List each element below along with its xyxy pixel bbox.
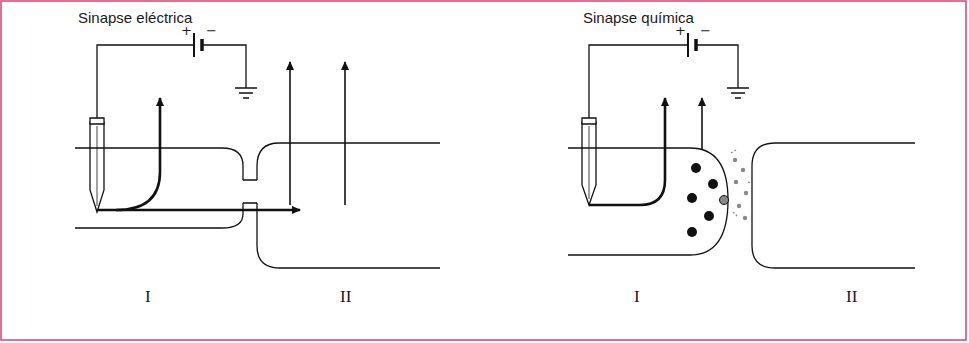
battery-plate — [687, 33, 689, 57]
wire — [203, 45, 246, 88]
current-arrow — [701, 98, 703, 150]
polarity-sign: − — [206, 24, 217, 38]
neuron-membrane — [75, 203, 243, 228]
battery-plate — [193, 33, 195, 57]
neuron-number: II — [846, 288, 857, 307]
fusing-vesicle — [720, 196, 729, 205]
ground-symbol — [235, 88, 257, 98]
electrical-synapse — [75, 33, 440, 268]
electrode-cap — [582, 118, 596, 124]
diffusion-dash — [731, 150, 752, 216]
neuron-number: II — [340, 288, 351, 307]
panel-title: Sinapse eléctrica — [78, 10, 192, 27]
wire — [97, 45, 193, 122]
neuron-number: I — [145, 288, 151, 307]
released-transmitter — [733, 158, 748, 220]
polarity-sign: + — [675, 24, 686, 38]
electrode — [90, 122, 104, 212]
chemical-synapse — [568, 33, 915, 268]
polarity-sign: − — [700, 24, 711, 38]
neuron-membrane — [257, 203, 440, 268]
electrode-wire — [97, 126, 98, 206]
current-arrow — [116, 98, 160, 210]
wire — [697, 45, 738, 88]
electrode-cap — [90, 118, 104, 124]
electrode-wire — [589, 126, 590, 199]
neuron-number: I — [634, 288, 640, 307]
wire — [589, 45, 687, 122]
presynaptic-terminal — [568, 148, 728, 255]
electrode — [582, 122, 596, 205]
ground-symbol — [727, 88, 749, 98]
current-arrow — [289, 62, 291, 205]
current-arrow — [589, 98, 665, 205]
neuron-membrane — [257, 143, 440, 180]
vesicles — [687, 163, 718, 237]
postsynaptic-membrane — [752, 143, 915, 268]
current-arrow — [344, 62, 346, 205]
polarity-sign: + — [181, 24, 192, 38]
gap-junction — [243, 180, 257, 203]
